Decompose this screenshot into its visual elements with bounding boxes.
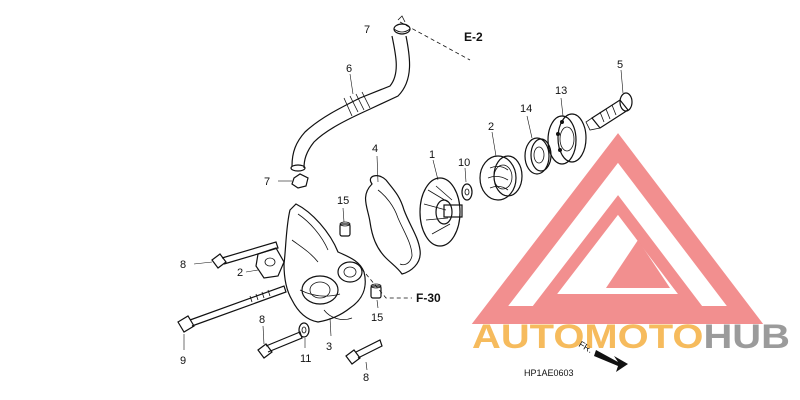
long-bolt: [177, 285, 287, 350]
oil-seal: [524, 115, 552, 175]
callout-5: 5: [617, 59, 623, 71]
hose-clip-lower: [278, 173, 309, 189]
pump-shaft: [585, 69, 633, 131]
e2-leader-line: [399, 21, 471, 61]
callout-2-seal: 2: [488, 121, 494, 133]
callout-2-bracket: 2: [237, 267, 243, 279]
callout-8-bottom: 8: [363, 372, 369, 384]
ref-f30: F-30: [416, 291, 441, 305]
bracket: [245, 247, 285, 279]
flange-bolt-upper: [193, 241, 279, 269]
callout-8-upper: 8: [180, 259, 186, 271]
pump-cover: [283, 203, 366, 337]
washer: [461, 167, 473, 201]
hose-clip-top: [393, 15, 411, 35]
flange-bolt-bottom: [345, 339, 383, 371]
callout-6: 6: [346, 63, 352, 75]
callout-15-upper: 15: [337, 195, 349, 207]
callout-15-lower: 15: [371, 312, 383, 324]
watermark-auto: AUTO: [472, 318, 584, 356]
callout-7-top: 7: [364, 24, 370, 36]
callout-1: 1: [429, 149, 435, 161]
dowel-pin-lower: [370, 283, 382, 309]
callout-4: 4: [372, 143, 378, 155]
watermark-hub: HUB: [703, 318, 790, 356]
callout-7-lower: 7: [264, 176, 270, 188]
water-hose: [290, 35, 411, 172]
callout-13: 13: [555, 85, 567, 97]
callout-9: 9: [180, 355, 186, 367]
dowel-pin-upper: [339, 207, 351, 237]
diagram-code: HP1AE0603: [524, 368, 574, 378]
sealing-washer: [298, 322, 310, 348]
callout-3: 3: [326, 341, 332, 353]
impeller: [419, 159, 463, 247]
flange-bolt-lower: [257, 325, 303, 359]
mechanical-seal: [479, 131, 523, 201]
pump-gasket: [364, 175, 421, 275]
watermark-logo-mark: [471, 133, 764, 324]
f30-leader-line: [365, 273, 412, 299]
callout-14: 14: [520, 103, 532, 115]
callout-10: 10: [458, 157, 470, 169]
bearing: [547, 97, 587, 165]
watermark-moto: MOTO: [584, 318, 703, 356]
ref-e2: E-2: [464, 30, 483, 44]
callout-11: 11: [300, 353, 311, 365]
callout-8-middle: 8: [259, 314, 265, 326]
